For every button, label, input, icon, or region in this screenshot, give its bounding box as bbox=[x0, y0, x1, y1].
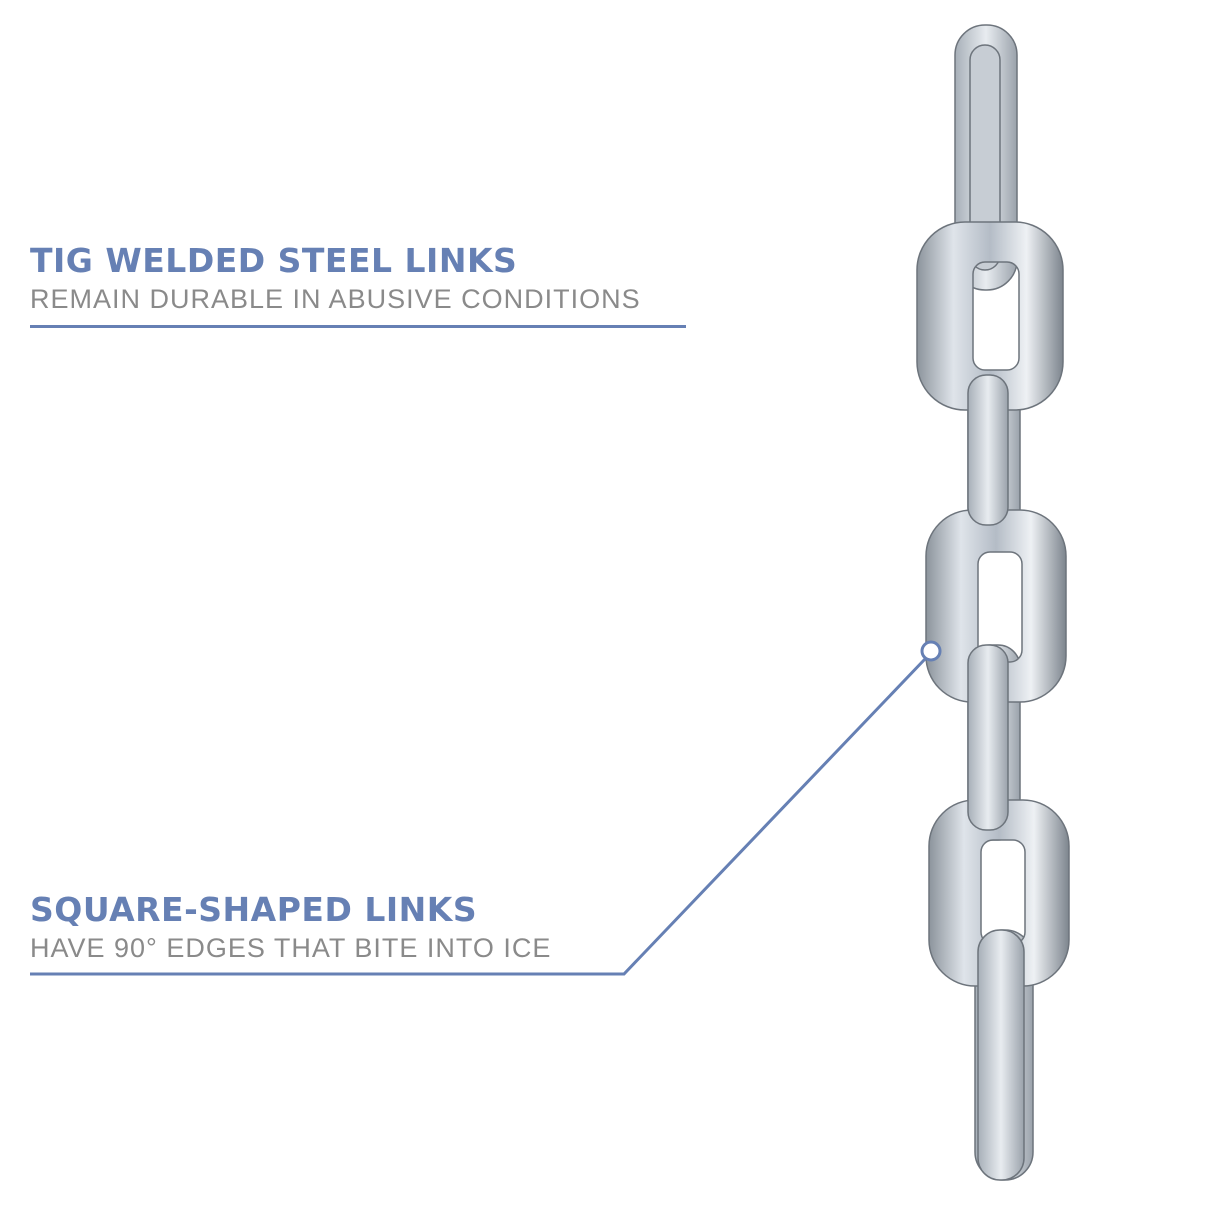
callout-leader-line bbox=[30, 640, 942, 976]
callout-tig-welded: TIG WELDED STEEL LINKS REMAIN DURABLE IN… bbox=[30, 244, 641, 313]
callout-anchor-dot bbox=[920, 640, 942, 662]
callout-square-shaped: SQUARE-SHAPED LINKS HAVE 90° EDGES THAT … bbox=[30, 893, 551, 962]
callout-subtitle: REMAIN DURABLE IN ABUSIVE CONDITIONS bbox=[30, 284, 641, 314]
callout-subtitle: HAVE 90° EDGES THAT BITE INTO ICE bbox=[30, 933, 552, 963]
callout-title: TIG WELDED STEEL LINKS bbox=[30, 241, 518, 280]
divider-line bbox=[30, 325, 686, 328]
chain-link-face bbox=[916, 221, 1070, 987]
callout-title: SQUARE-SHAPED LINKS bbox=[30, 890, 478, 929]
